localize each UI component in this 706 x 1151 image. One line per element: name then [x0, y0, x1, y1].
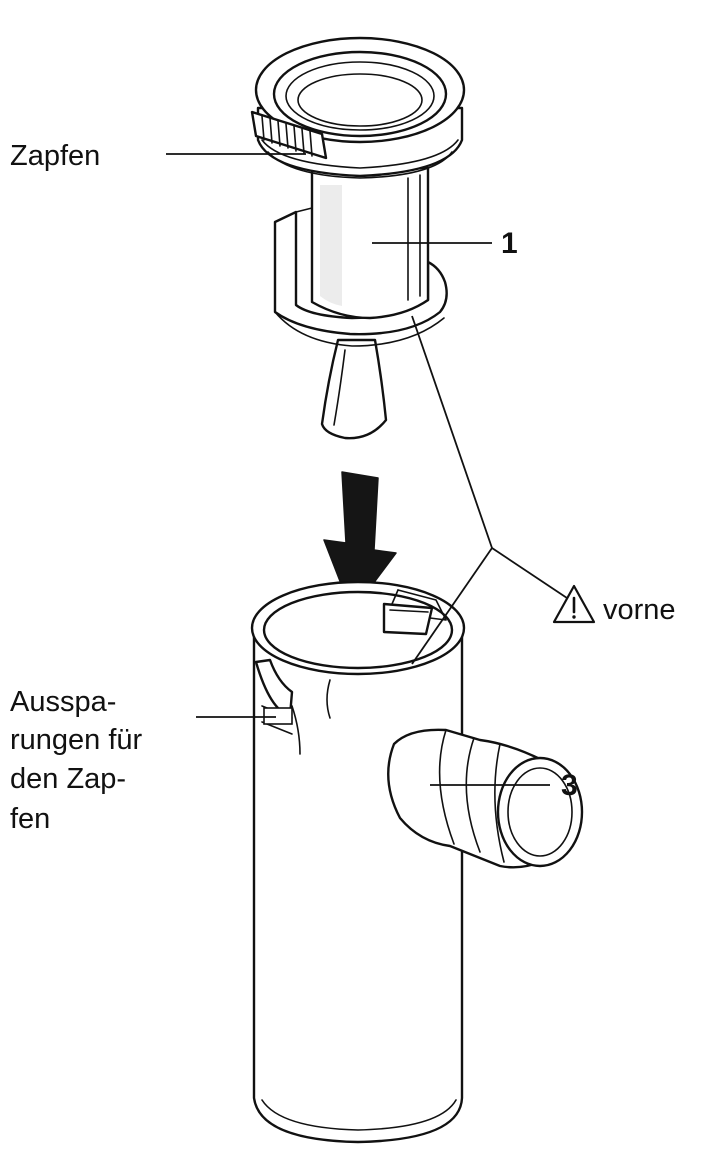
zapfen-tab — [250, 110, 328, 160]
recess-notch-left — [254, 658, 331, 755]
label-aussparungen-2: rungen für — [10, 724, 143, 756]
recess-notch-back — [382, 589, 447, 636]
label-vorne: vorne — [603, 594, 676, 626]
leader-vorne-top — [411, 315, 493, 549]
label-zapfen: Zapfen — [10, 140, 100, 172]
label-aussparungen-4: fen — [10, 803, 50, 835]
chamber-opening — [250, 580, 466, 676]
side-port — [387, 728, 584, 869]
label-aussparungen-1: Ausspa- — [10, 686, 116, 718]
nozzle-tip — [320, 338, 388, 440]
leader-vorne — [491, 547, 577, 605]
leader-lines — [166, 153, 577, 786]
chamber-part-3 — [250, 580, 584, 1144]
insert-flange — [273, 210, 448, 336]
leader-vorne-bottom — [411, 547, 493, 665]
label-part-1: 1 — [501, 227, 518, 260]
insert-part-1 — [250, 36, 466, 440]
label-part-3: 3 — [561, 769, 578, 802]
warning-triangle-icon — [552, 584, 596, 624]
label-aussparungen-3: den Zap- — [10, 763, 126, 795]
